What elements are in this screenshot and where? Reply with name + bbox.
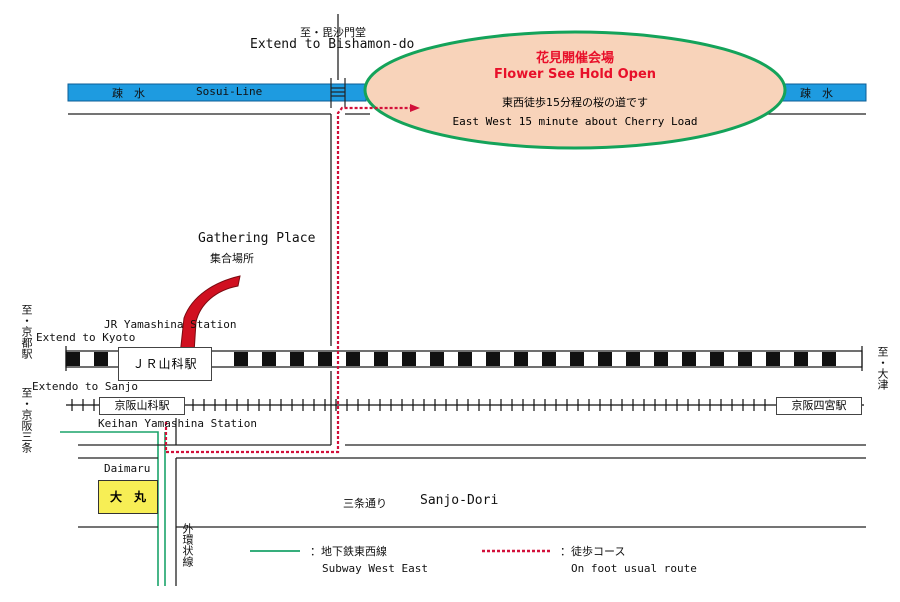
canal-right-jp: 疎 水: [800, 87, 833, 100]
event-desc-jp: 東西徒歩15分程の桜の道です: [502, 96, 648, 109]
canal-left-en: Sosui-Line: [196, 85, 263, 98]
canal-left-jp: 疎 水: [112, 87, 145, 100]
walking-route: [164, 106, 410, 454]
jr-station-box: ＪＲ山科駅: [118, 347, 212, 381]
event-venue-ellipse: [363, 30, 787, 150]
gathering-place-en: Gathering Place: [198, 231, 316, 246]
keihan-left-direction-jp: 至・京阪三条: [20, 387, 33, 453]
gathering-place-jp: 集合場所: [210, 252, 254, 265]
bishamon-direction-jp: 至・毘沙門堂: [300, 26, 366, 39]
legend-walk-jp: ：徒歩コース: [560, 545, 626, 558]
legend-walk-en: On foot usual route: [571, 562, 697, 575]
keihan-right-station-box: 京阪四宮駅: [776, 397, 862, 415]
subway-line: [60, 431, 166, 586]
jr-right-direction-jp: 至・大津: [876, 346, 889, 390]
legend-subway-en: Subway West East: [322, 562, 428, 575]
event-title-en: Flower See Hold Open: [493, 67, 657, 82]
bishamon-direction-en: Extend to Bishamon-do: [250, 37, 415, 52]
keihan-direction-en: Extendo to Sanjo: [32, 380, 138, 393]
jr-left-direction-en: Extend to Kyoto: [36, 331, 136, 344]
sanjo-dori-en: Sanjo-Dori: [420, 493, 499, 508]
jr-left-direction-jp: 至・京都駅: [20, 304, 33, 359]
sanjo-dori-jp: 三条通り: [343, 497, 387, 510]
canal-bridge: [330, 78, 346, 108]
event-desc-en: East West 15 minute about Cherry Load: [452, 115, 698, 128]
daimaru-en: Daimaru: [104, 462, 151, 475]
jr-line: [65, 346, 863, 371]
event-title-jp: 花見開催会場: [535, 51, 614, 66]
outer-loop-jp: 外環状線: [181, 523, 194, 567]
keihan-station-box: 京阪山科駅: [99, 397, 185, 415]
keihan-line: [66, 399, 864, 411]
route-arrowhead: [410, 104, 420, 112]
keihan-station-en: Keihan Yamashina Station: [98, 417, 257, 430]
jr-station-en: JR Yamashina Station: [104, 318, 237, 331]
sanjo-roads: [78, 418, 866, 586]
daimaru-building: 大 丸: [98, 480, 158, 514]
legend-subway-jp: ：地下鉄東西線: [310, 545, 387, 558]
